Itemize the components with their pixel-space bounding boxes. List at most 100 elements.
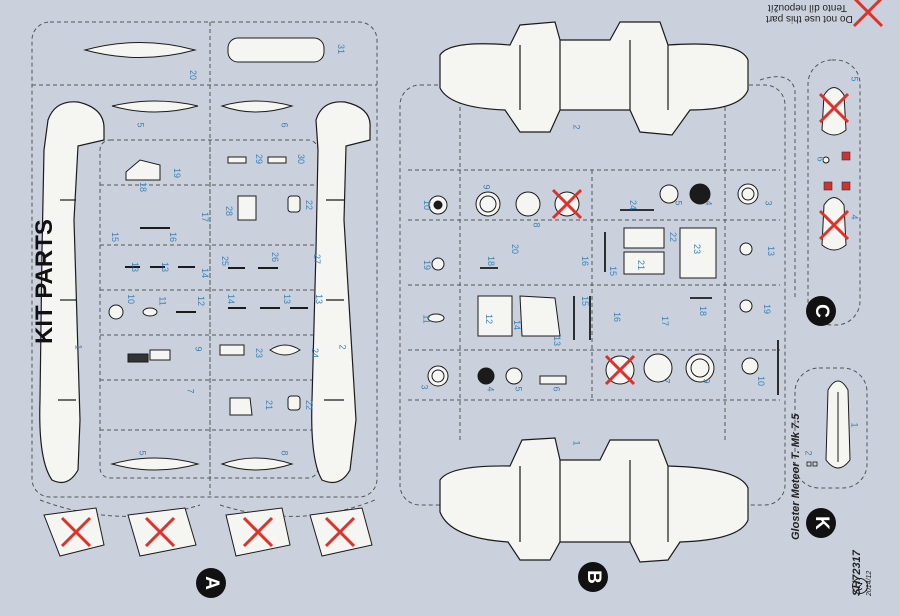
part-num: 14 bbox=[226, 293, 237, 305]
kit-name: Gloster Meteor T. Mk 7.5 bbox=[790, 413, 802, 540]
part-num: 21 bbox=[264, 399, 275, 411]
part-num: 13 bbox=[130, 261, 141, 273]
part-num: 12 bbox=[484, 313, 495, 325]
part-num: 1 bbox=[571, 440, 582, 446]
wing-bottom bbox=[439, 437, 749, 563]
sprue-k-frame bbox=[794, 367, 868, 489]
part-a5b bbox=[110, 457, 200, 471]
part-num: 14 bbox=[200, 267, 211, 279]
part-num: 22 bbox=[668, 231, 679, 243]
part-num: 1 bbox=[849, 422, 860, 428]
part-num: 13 bbox=[314, 293, 325, 305]
part-num: 22 bbox=[304, 399, 315, 411]
part-num: 30 bbox=[296, 153, 307, 165]
part-num: 15 bbox=[110, 231, 121, 243]
part-num: 10 bbox=[126, 293, 137, 305]
part-num: 4 bbox=[849, 214, 860, 220]
warning-cross bbox=[852, 0, 884, 28]
part-num: 16 bbox=[168, 231, 179, 243]
part-num: 4 bbox=[485, 386, 496, 392]
part-num: 5 bbox=[849, 76, 860, 82]
part-num: 6 bbox=[279, 122, 290, 128]
part-a20 bbox=[83, 42, 197, 58]
part-a5 bbox=[111, 100, 199, 113]
wing-top bbox=[439, 21, 749, 136]
part-num: 26 bbox=[270, 251, 281, 263]
part-num: 18 bbox=[486, 255, 497, 267]
part-num: 5 bbox=[137, 450, 148, 456]
part-num: 16 bbox=[612, 311, 623, 323]
part-num: 2 bbox=[337, 344, 348, 350]
part-num: 9 bbox=[481, 184, 492, 190]
part-num: 29 bbox=[254, 153, 265, 165]
part-num: 19 bbox=[762, 303, 773, 315]
part-num: 13 bbox=[552, 335, 563, 347]
sprue-a-frame bbox=[31, 21, 378, 517]
part-a8 bbox=[220, 457, 294, 471]
part-num: 14 bbox=[512, 319, 523, 331]
part-num: 8 bbox=[531, 222, 542, 228]
part-num: 10 bbox=[756, 375, 767, 387]
part-num: 24 bbox=[628, 199, 639, 211]
part-num: 2 bbox=[803, 450, 814, 456]
part-num: 13 bbox=[160, 261, 171, 273]
part-num: 17 bbox=[200, 211, 211, 223]
part-num: 25 bbox=[220, 255, 231, 267]
part-num: 5 bbox=[513, 386, 524, 392]
part-num: 9 bbox=[701, 378, 712, 384]
warning-text-en: Do not use this part bbox=[766, 13, 853, 24]
part-num: 5 bbox=[135, 122, 146, 128]
part-num: 5 bbox=[673, 200, 684, 206]
sprue-k-label: K bbox=[806, 508, 836, 538]
part-num: 6 bbox=[815, 156, 826, 162]
warning-text-cz: Tento díl nepoužít bbox=[768, 2, 847, 13]
part-num: 16 bbox=[580, 255, 591, 267]
part-a6 bbox=[220, 100, 294, 113]
part-a31 bbox=[227, 37, 325, 63]
part-num: 2 bbox=[571, 124, 582, 130]
part-num: 21 bbox=[636, 259, 647, 271]
page-title: KIT PARTS bbox=[31, 219, 58, 344]
canopy-part bbox=[825, 380, 851, 469]
part-num: 10 bbox=[422, 199, 433, 211]
fuselage-right bbox=[311, 101, 371, 483]
part-num: 20 bbox=[188, 69, 199, 81]
part-num: 23 bbox=[254, 347, 265, 359]
part-num: 13 bbox=[282, 293, 293, 305]
part-num: 11 bbox=[421, 314, 432, 324]
part-num: 19 bbox=[172, 167, 183, 179]
sprue-a-label: A bbox=[196, 568, 226, 598]
sprue-b-frame bbox=[399, 84, 786, 506]
part-num: 23 bbox=[692, 243, 703, 255]
part-num: 22 bbox=[304, 199, 315, 211]
fuselage-left bbox=[39, 101, 105, 483]
part-num: 3 bbox=[419, 384, 430, 390]
sprue-b-label: B bbox=[578, 562, 608, 592]
part-num: 28 bbox=[224, 205, 235, 217]
part-num: 20 bbox=[510, 243, 521, 255]
part-num: 7 bbox=[661, 378, 672, 384]
part-num: 11 bbox=[157, 296, 168, 306]
part-num: 24 bbox=[310, 347, 321, 359]
sprue-c-label: C bbox=[806, 296, 836, 326]
part-num: 9 bbox=[193, 346, 204, 352]
part-num: 12 bbox=[196, 295, 207, 307]
part-num: 1 bbox=[73, 344, 84, 350]
part-num: 31 bbox=[336, 43, 347, 55]
part-num: 15 bbox=[608, 265, 619, 277]
part-num: 7 bbox=[185, 388, 196, 394]
part-num: 18 bbox=[698, 305, 709, 317]
part-num: 15 bbox=[580, 295, 591, 307]
part-num: 4 bbox=[703, 200, 714, 206]
sprue-c-frame bbox=[807, 59, 861, 326]
part-num: 13 bbox=[766, 245, 777, 257]
part-num: 18 bbox=[138, 181, 149, 193]
part-num: 3 bbox=[763, 200, 774, 206]
page-number: 2 bbox=[852, 578, 868, 594]
part-num: 17 bbox=[660, 315, 671, 327]
part-num: 27 bbox=[312, 253, 323, 265]
part-num: 6 bbox=[551, 386, 562, 392]
part-num: 8 bbox=[279, 450, 290, 456]
